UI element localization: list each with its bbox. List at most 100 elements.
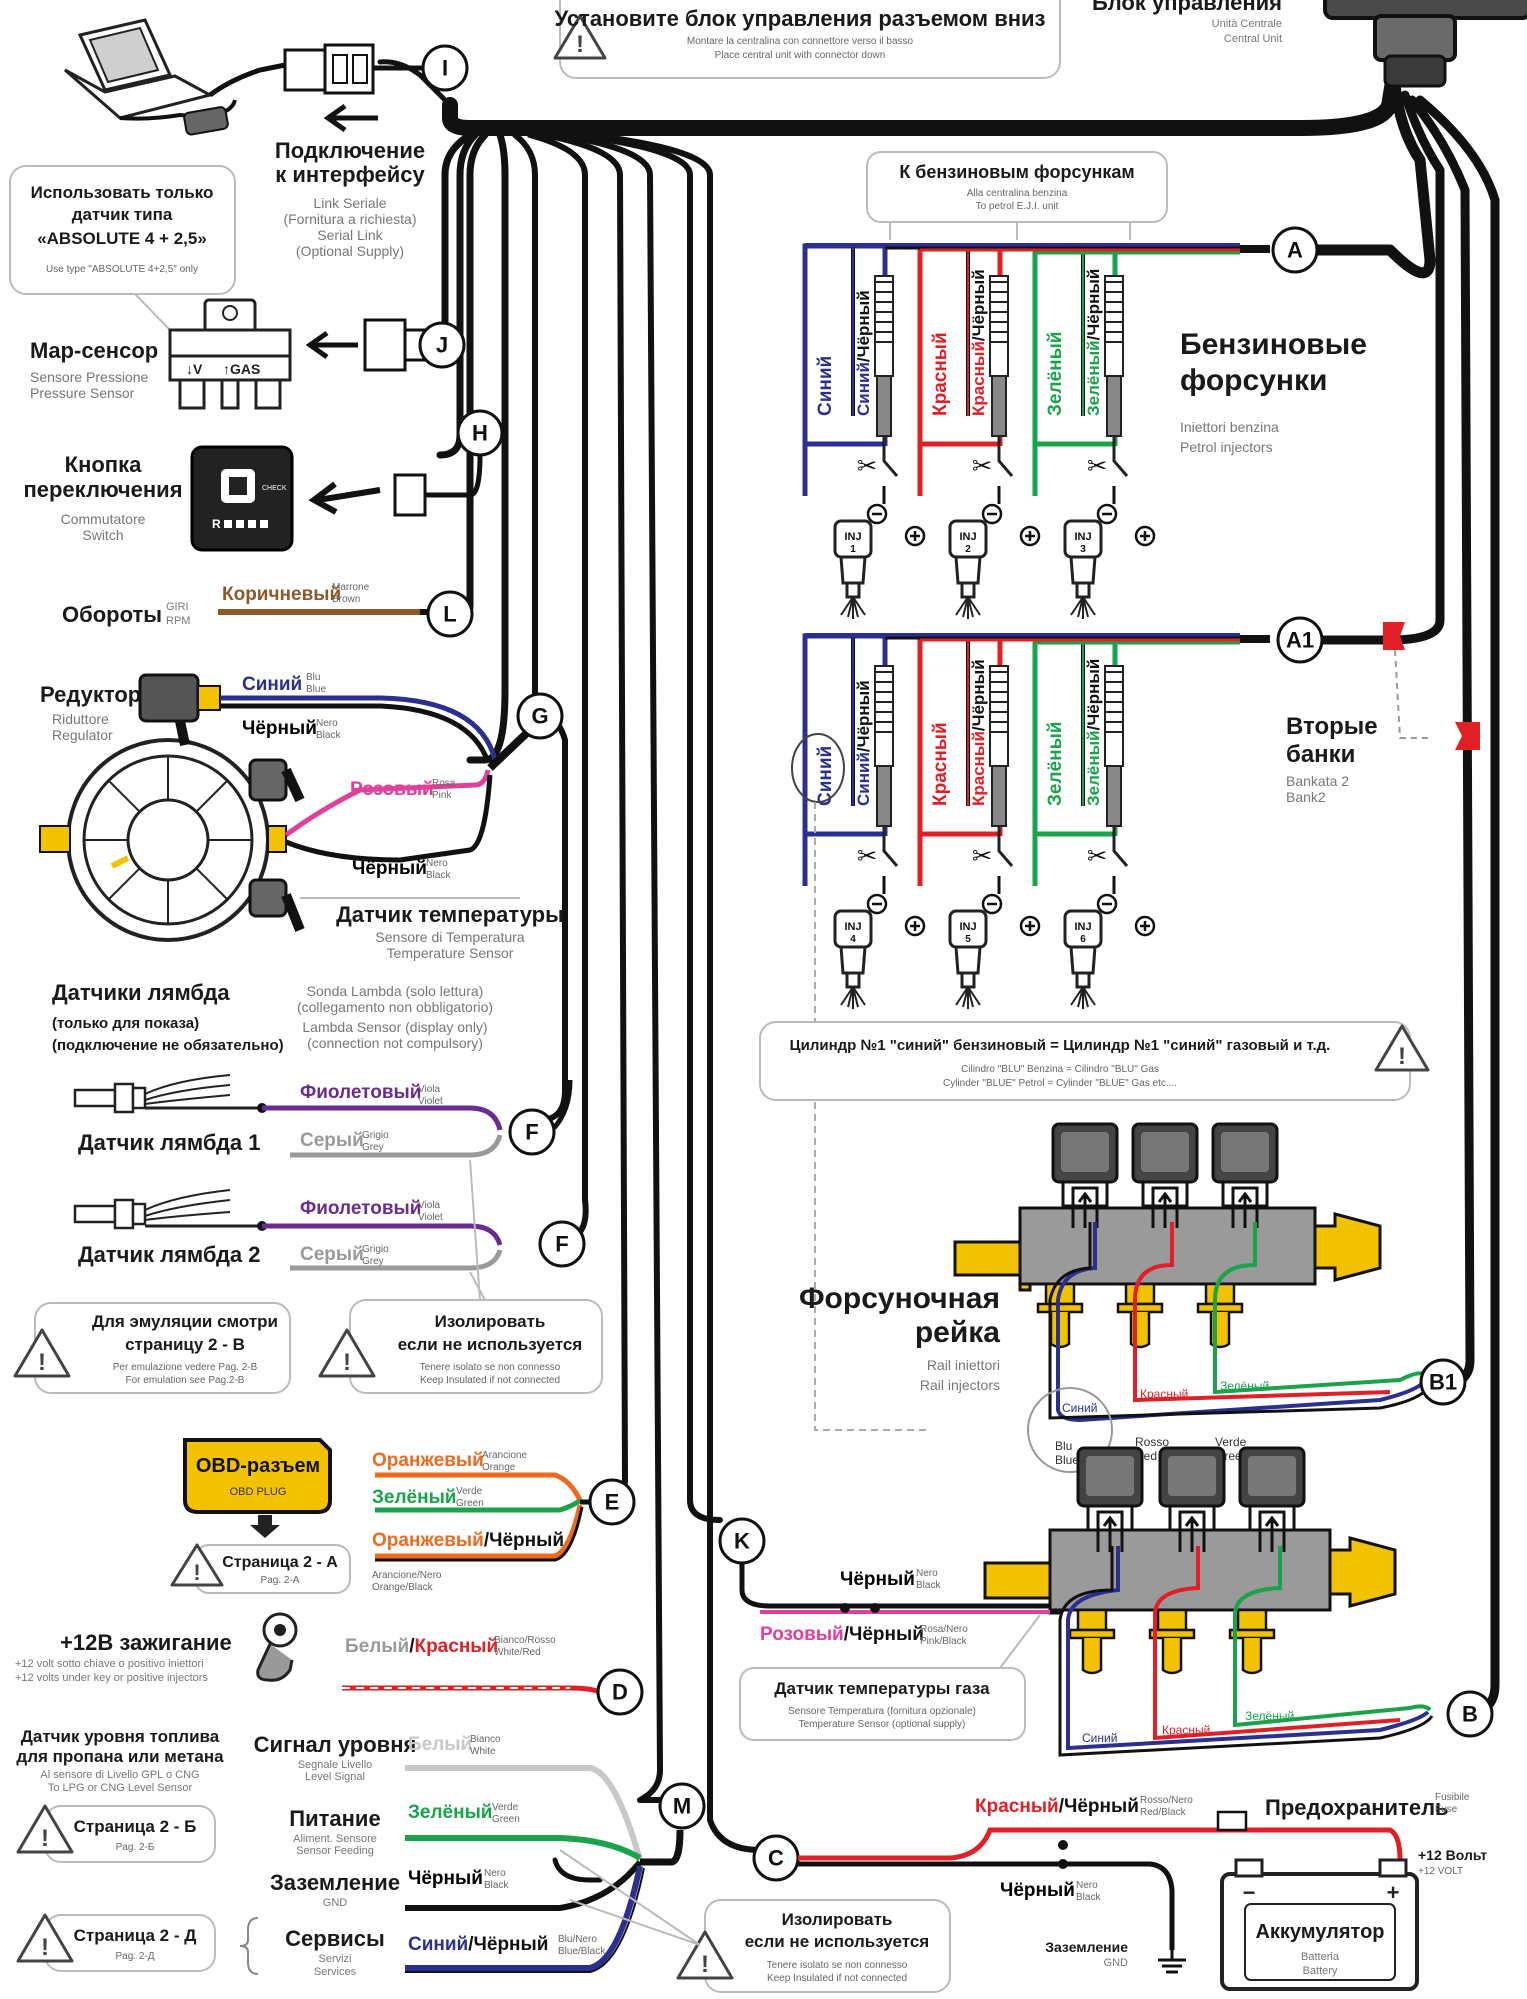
scissors-icon: ✂ [972, 843, 992, 870]
node-C: C [752, 1834, 800, 1882]
map-note-line-3: «ABSOLUTE 4 + 2,5» [37, 229, 207, 248]
regulator-blue-en: Blue [306, 684, 326, 695]
petrol-green-black-label: Зелёный/Чёрный [1084, 659, 1103, 806]
svg-text:!: ! [1398, 1043, 1406, 1070]
scissors-icon: ✂ [1087, 453, 1107, 480]
obd-orange-it: Arancione [482, 1450, 527, 1461]
minus-icon [981, 503, 1003, 525]
regulator [39, 673, 305, 942]
warning-icon: ! [170, 1543, 224, 1587]
svg-text:+: + [1387, 1880, 1400, 1905]
warn-emul-line-2: страницу 2 - В [125, 1335, 245, 1354]
petrol-green-black-label: Зелёный/Чёрный [1084, 269, 1103, 416]
interface-title-2: к интерфейсу [275, 162, 425, 187]
laptop-icon [64, 18, 286, 136]
ignition-wire-label: Белый/Красный [345, 1636, 498, 1657]
level-green-en: Green [492, 1814, 520, 1825]
injector-label: INJ [1074, 531, 1091, 543]
gas-temp-sub-2: Temperature Sensor (optional supply) [799, 1719, 966, 1730]
regulator-sub-en: Regulator [52, 727, 113, 743]
obd-orange-label: Оранжевый [372, 1450, 484, 1471]
minus-icon [1096, 503, 1118, 525]
svg-text:K: K [734, 1529, 750, 1554]
svg-text:D: D [612, 1680, 628, 1705]
regulator-pink-en: Pink [432, 790, 452, 801]
plus-icon [1019, 525, 1041, 547]
page-2a-note: ! Страница 2 - А Pag. 2-A [170, 1543, 351, 1594]
node-L: L [426, 590, 474, 638]
petrol-red-label: Красный [930, 722, 951, 806]
key-icon [256, 1612, 298, 1682]
battery-black-en: Black [1076, 1892, 1101, 1903]
ignition-wire-it: Bianco/Rosso [494, 1635, 556, 1646]
lambda-sub-1: Sonda Lambda (solo lettura) [307, 983, 484, 999]
rail1-red-label: Красный [1140, 1387, 1188, 1401]
map-note-sub: Use type "ABSOLUTE 4+2,5" only [46, 264, 198, 275]
rpm-rpm: RPM [166, 615, 190, 627]
lambda1-grey-it: Grigio [362, 1130, 389, 1141]
svg-text:−: − [1243, 1880, 1256, 1905]
map-sensor-sub-it: Sensore Pressione [30, 369, 149, 385]
svg-text:G: G [531, 704, 548, 729]
interface-sub-3: Serial Link [317, 227, 383, 243]
level-title-2: для пропана или метана [16, 1747, 224, 1766]
obd-title: OBD-разъем [196, 1455, 320, 1477]
node-A1: A1 [1276, 616, 1324, 664]
svg-text:F: F [525, 1120, 538, 1145]
lambda1-violet-en: Violet [418, 1096, 443, 1107]
fuse-en: Fuse [1435, 1804, 1458, 1815]
switch-title-1: Кнопка [65, 452, 142, 477]
battery-black-it: Nero [1076, 1880, 1098, 1891]
petrol-sub-it: Iniettori benzina [1180, 419, 1279, 435]
injector-label: INJ [844, 921, 861, 933]
to-petrol-it: Alla centralina benzina [967, 188, 1068, 199]
temp-sensor-title: Датчик температуры [336, 902, 564, 927]
petrol-green-label: Зелёный [1045, 722, 1066, 807]
interface-sub-1: Link Seriale [313, 195, 386, 211]
lambda-sensor-1-label: Датчик лямбда 1 [78, 1130, 261, 1155]
lambda-wires-2: Фиолетовый Viola Violet Серый Grigio Gre… [262, 1198, 503, 1271]
injector-number: 3 [1080, 544, 1086, 555]
page-2d-label: Страница 2 - Д [74, 1926, 197, 1945]
switch-check-label: CHECK [262, 485, 287, 492]
regulator-labels: Редуктор Riduttore Regulator Синий Blu B… [40, 672, 564, 961]
level-sub-1: Al sensore di Livello GPL o CNG [40, 1769, 199, 1781]
lambda-note-2: (подключение не обязательно) [52, 1037, 284, 1054]
ignition-sub-2: +12 volts under key or positive injector… [15, 1672, 208, 1684]
warn-emul-sub-2: For emulation see Pag.2-B [126, 1375, 245, 1386]
rail-sub-it: Rail iniettori [927, 1357, 1000, 1373]
interface-sub-2: (Fornitura a richiesta) [283, 211, 416, 227]
lambda-sub-3: Lambda Sensor (display only) [302, 1019, 487, 1035]
fuel-level-signals: Сигнал уровня Segnale Livello Level Sign… [254, 1732, 684, 1978]
scissors-icon: ✂ [857, 453, 877, 480]
node-F-1: F [508, 1108, 556, 1156]
lambda-sub-2: (collegamento non obbligatorio) [297, 999, 493, 1015]
bank2-title-2: банки [1286, 741, 1355, 768]
svg-text:C: C [768, 1846, 784, 1871]
lambda1-grey-label: Серый [300, 1130, 364, 1151]
lambda2-violet-label: Фиолетовый [300, 1198, 421, 1219]
node-B1: B1 [1419, 1358, 1467, 1406]
injector-connector [1104, 275, 1124, 437]
level-black-en: Black [484, 1880, 509, 1891]
map-sensor-sub-en: Pressure Sensor [30, 385, 135, 401]
obd-page-sub: Pag. 2-A [261, 1575, 300, 1586]
obd-green-it: Verde [456, 1486, 483, 1497]
injector-number: 5 [965, 934, 971, 945]
warn-iso2-line-1: Изолировать [782, 1910, 893, 1929]
temp-sensor-it: Sensore di Temperatura [375, 929, 524, 945]
lambda2-violet-en: Violet [418, 1212, 443, 1223]
bank2-title-1: Вторые [1286, 713, 1378, 740]
level-black-label: Чёрный [408, 1868, 483, 1889]
fuel-level-group: Датчик уровня топлива для пропана или ме… [16, 1727, 224, 1794]
ecu: Блок управления Unità Centrale Central U… [1092, 0, 1527, 88]
regulator-pink-it: Rosa [432, 778, 456, 789]
lambda-labels: Датчики лямбда (только для показа) (подк… [52, 980, 493, 1054]
regulator-title: Редуктор [40, 682, 141, 707]
